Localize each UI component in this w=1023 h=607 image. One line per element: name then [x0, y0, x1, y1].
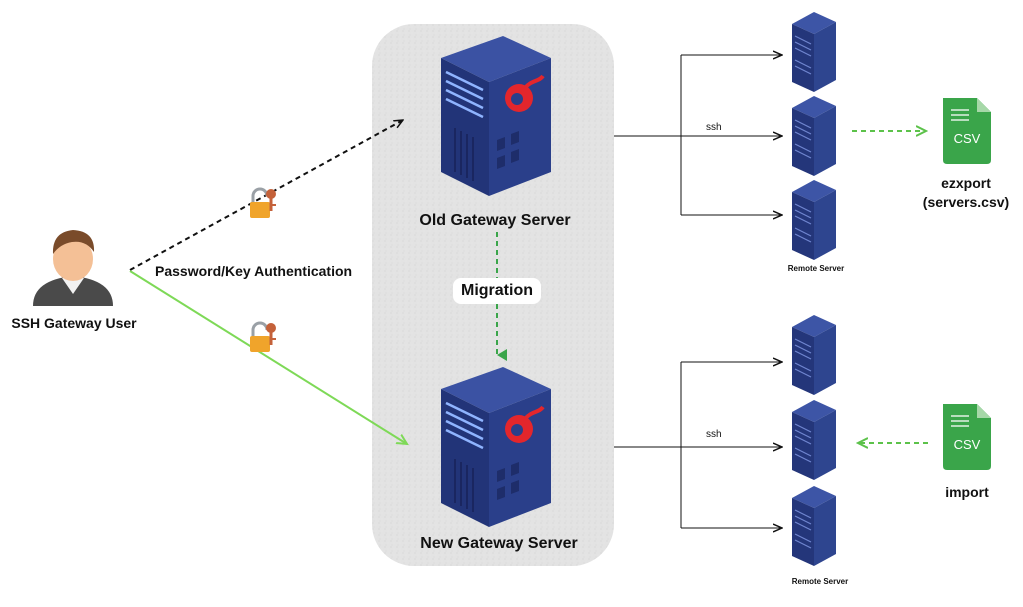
- new-gateway-label: New Gateway Server: [420, 535, 578, 552]
- user-avatar-icon: [33, 230, 113, 306]
- old-gateway-server-icon: [439, 34, 553, 198]
- remote-server-label-bottom: Remote Server: [791, 577, 849, 586]
- remote-server-icon: [791, 485, 837, 567]
- auth-label: Password/Key Authentication: [155, 263, 353, 279]
- migration-label: Migration: [453, 278, 541, 304]
- top-ssh-connectors: [614, 55, 782, 215]
- csv-import-icon-text: CSV: [954, 437, 981, 452]
- ssh-label-bottom: ssh: [706, 429, 722, 440]
- export-label-line1: ezxport: [941, 175, 991, 191]
- export-label-line2: (servers.csv): [922, 194, 1010, 210]
- bottom-ssh-connectors: [614, 362, 782, 528]
- user-label: SSH Gateway User: [11, 315, 137, 331]
- old-gateway-label: Old Gateway Server: [419, 212, 571, 229]
- padlock-icon: [248, 187, 278, 220]
- remote-server-icon: [791, 314, 837, 396]
- auth-line-new: [129, 270, 407, 444]
- remote-server-icon: [791, 11, 837, 93]
- csv-export-icon-text: CSV: [954, 131, 981, 146]
- remote-server-label-top: Remote Server: [787, 264, 845, 273]
- padlock-icon: [248, 321, 278, 354]
- remote-server-icon: [791, 95, 837, 177]
- import-label: import: [945, 484, 989, 500]
- new-gateway-server-icon: [439, 365, 553, 529]
- remote-server-icon: [791, 179, 837, 261]
- ssh-label-top: ssh: [706, 122, 722, 133]
- remote-server-icon: [791, 399, 837, 481]
